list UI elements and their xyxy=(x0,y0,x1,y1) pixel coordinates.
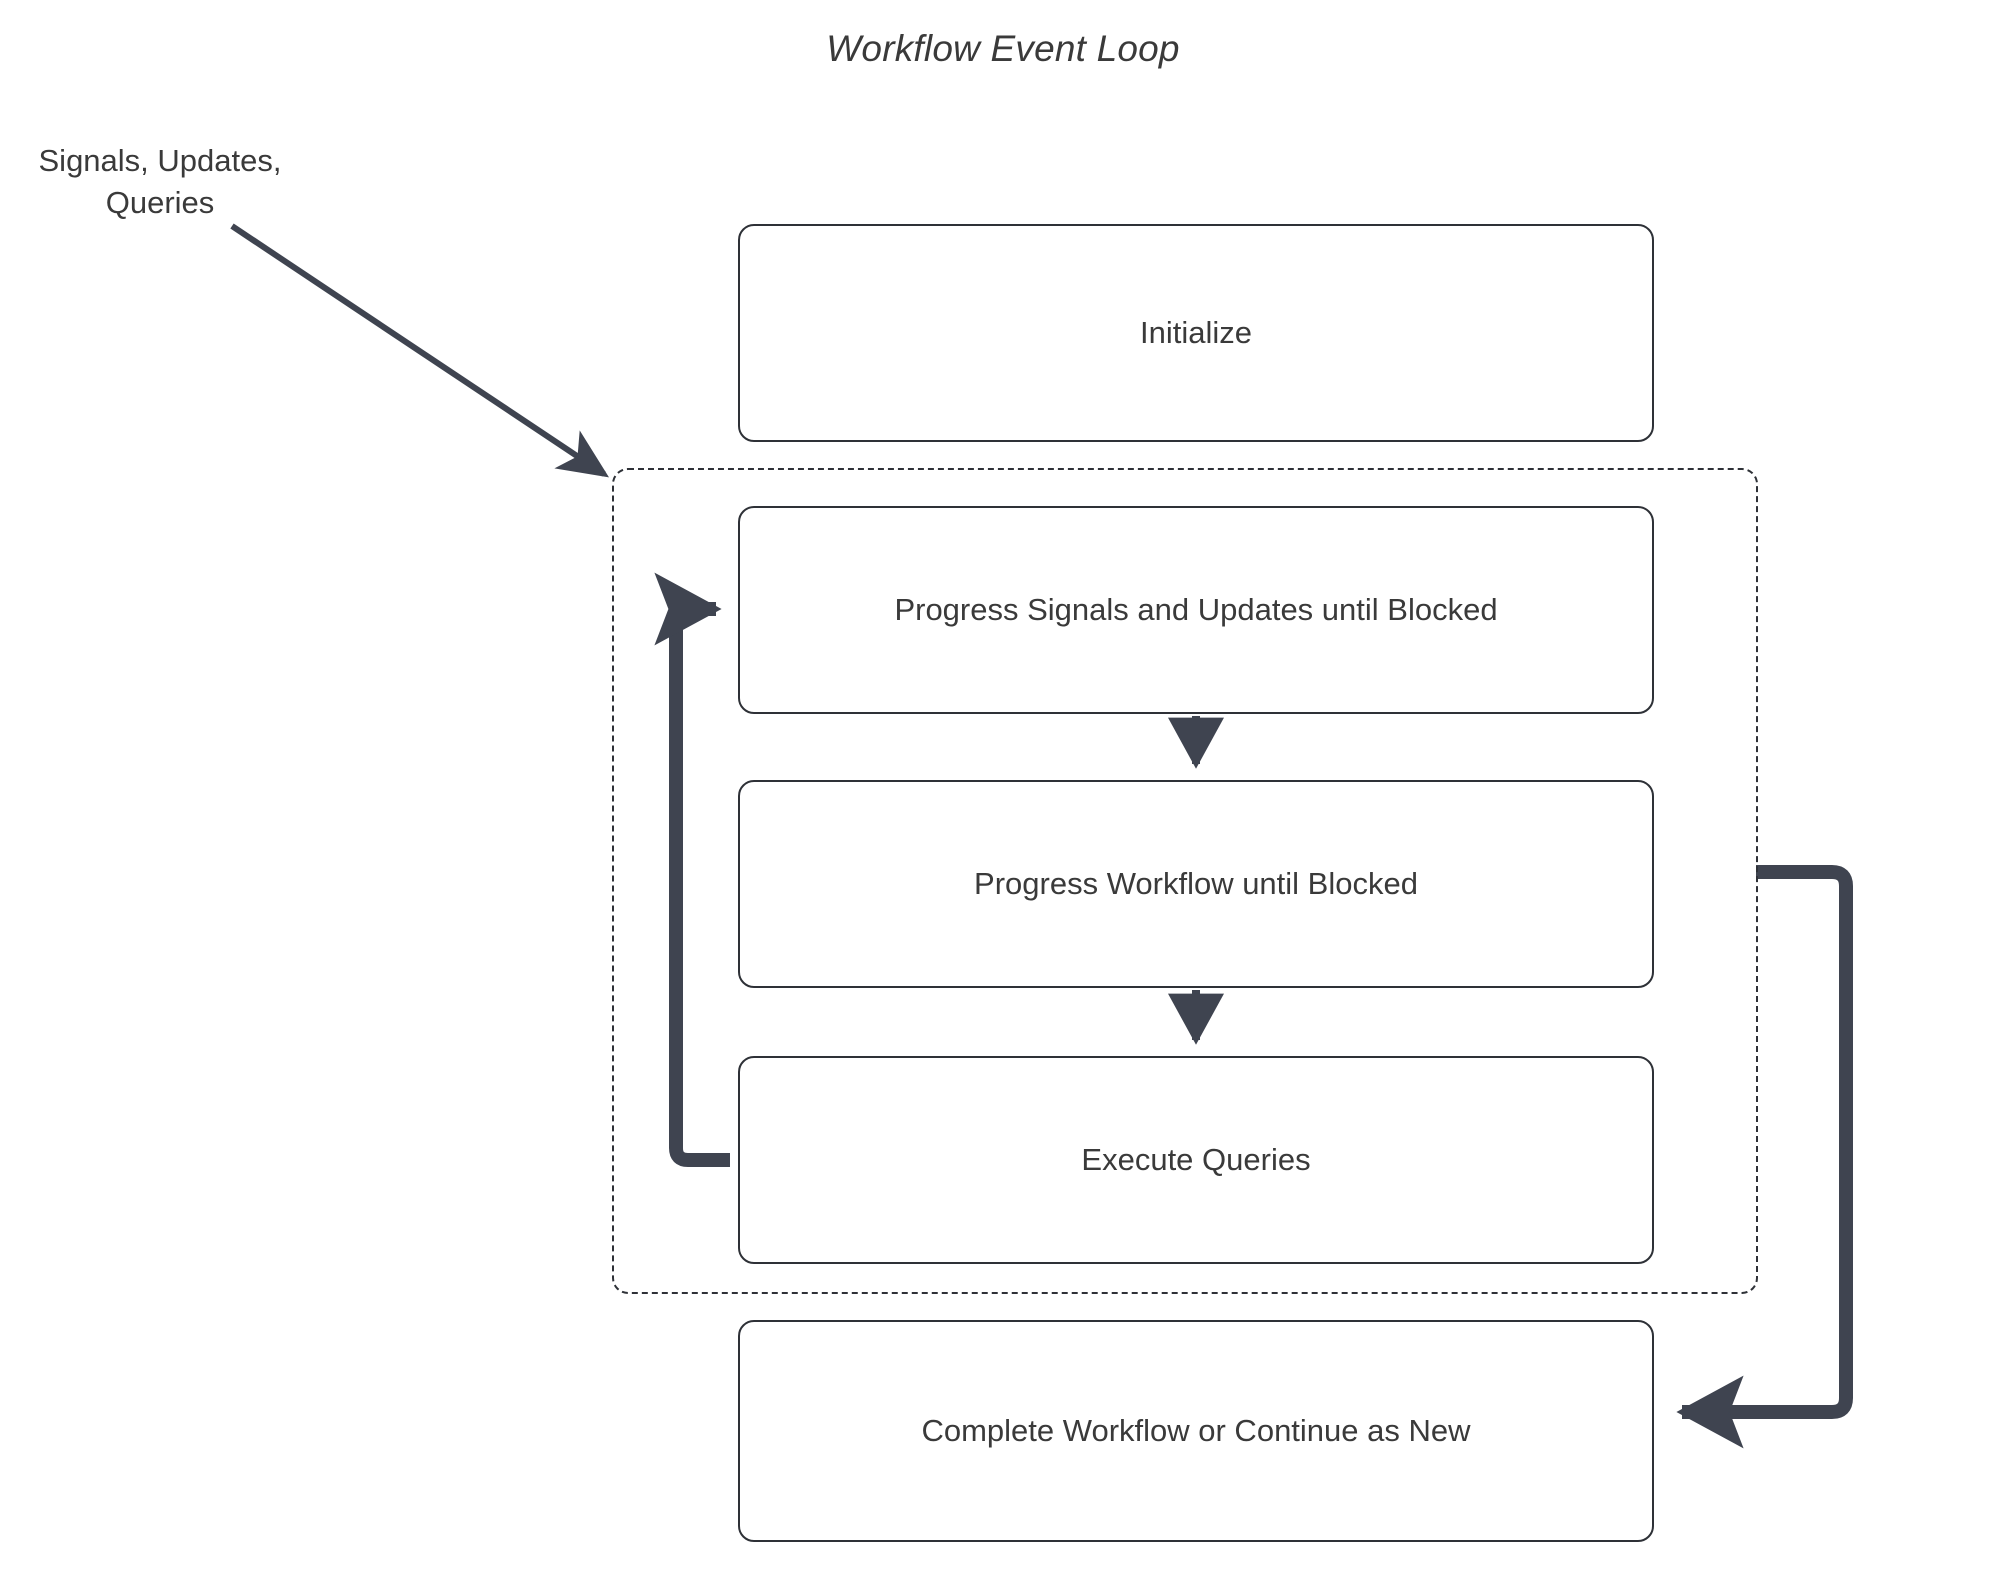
node-progress-signals[interactable]: Progress Signals and Updates until Block… xyxy=(738,506,1654,714)
node-initialize[interactable]: Initialize xyxy=(738,224,1654,442)
node-execute-queries[interactable]: Execute Queries xyxy=(738,1056,1654,1264)
node-progress-workflow[interactable]: Progress Workflow until Blocked xyxy=(738,780,1654,988)
node-progress-workflow-label: Progress Workflow until Blocked xyxy=(974,866,1418,901)
edge-external-input xyxy=(230,223,609,478)
node-execute-queries-label: Execute Queries xyxy=(1081,1142,1311,1177)
external-input-label: Signals, Updates, Queries xyxy=(38,143,282,220)
node-complete-workflow-label: Complete Workflow or Continue as New xyxy=(921,1413,1471,1448)
event-loop-group-container xyxy=(612,468,1758,1294)
node-complete-workflow[interactable]: Complete Workflow or Continue as New xyxy=(738,1320,1654,1542)
node-progress-signals-label: Progress Signals and Updates until Block… xyxy=(894,592,1498,627)
node-initialize-label: Initialize xyxy=(1140,315,1252,350)
page-title: Workflow Event Loop xyxy=(826,28,1180,69)
